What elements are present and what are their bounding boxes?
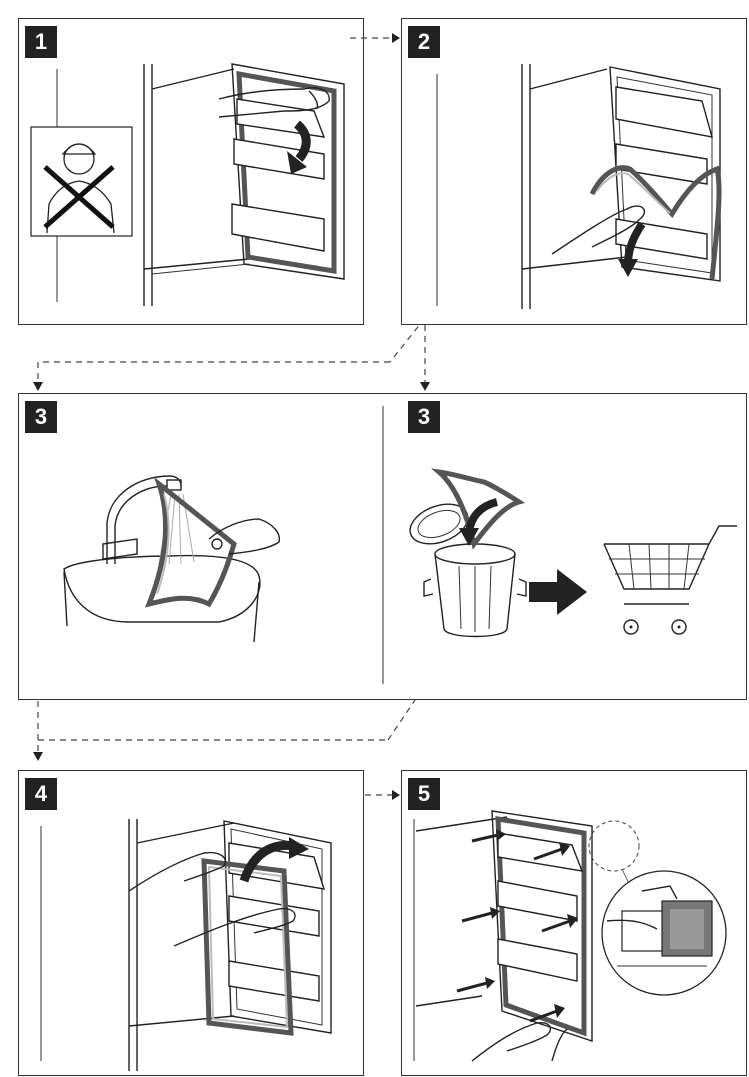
step-4-illustration xyxy=(40,819,332,1071)
step-number-badge: 2 xyxy=(408,26,440,58)
push-arrows xyxy=(456,829,578,1023)
step-1-illustration xyxy=(30,63,345,306)
step-number-badge: 5 xyxy=(408,778,440,810)
water-tap-icon xyxy=(63,475,261,643)
step-number-badge: 3 xyxy=(408,401,440,433)
no-technician-icon xyxy=(30,126,133,237)
step-2-panel: 2 xyxy=(401,18,747,325)
step-4-panel: 4 xyxy=(18,770,364,1076)
step-number-badge: 1 xyxy=(25,26,57,58)
step-3-illustration xyxy=(63,406,737,684)
gasket-detail-zoom xyxy=(606,885,713,967)
step-number-badge: 3 xyxy=(25,401,57,433)
step-2-illustration xyxy=(436,64,722,309)
step-number-badge: 4 xyxy=(25,778,57,810)
step-5-panel: 5 xyxy=(401,770,747,1076)
step-1-panel: 1 xyxy=(18,18,364,325)
step-5-illustration xyxy=(413,810,727,1062)
step-3-panel: 3 3 xyxy=(18,393,747,700)
shopping-cart-icon xyxy=(603,525,737,635)
